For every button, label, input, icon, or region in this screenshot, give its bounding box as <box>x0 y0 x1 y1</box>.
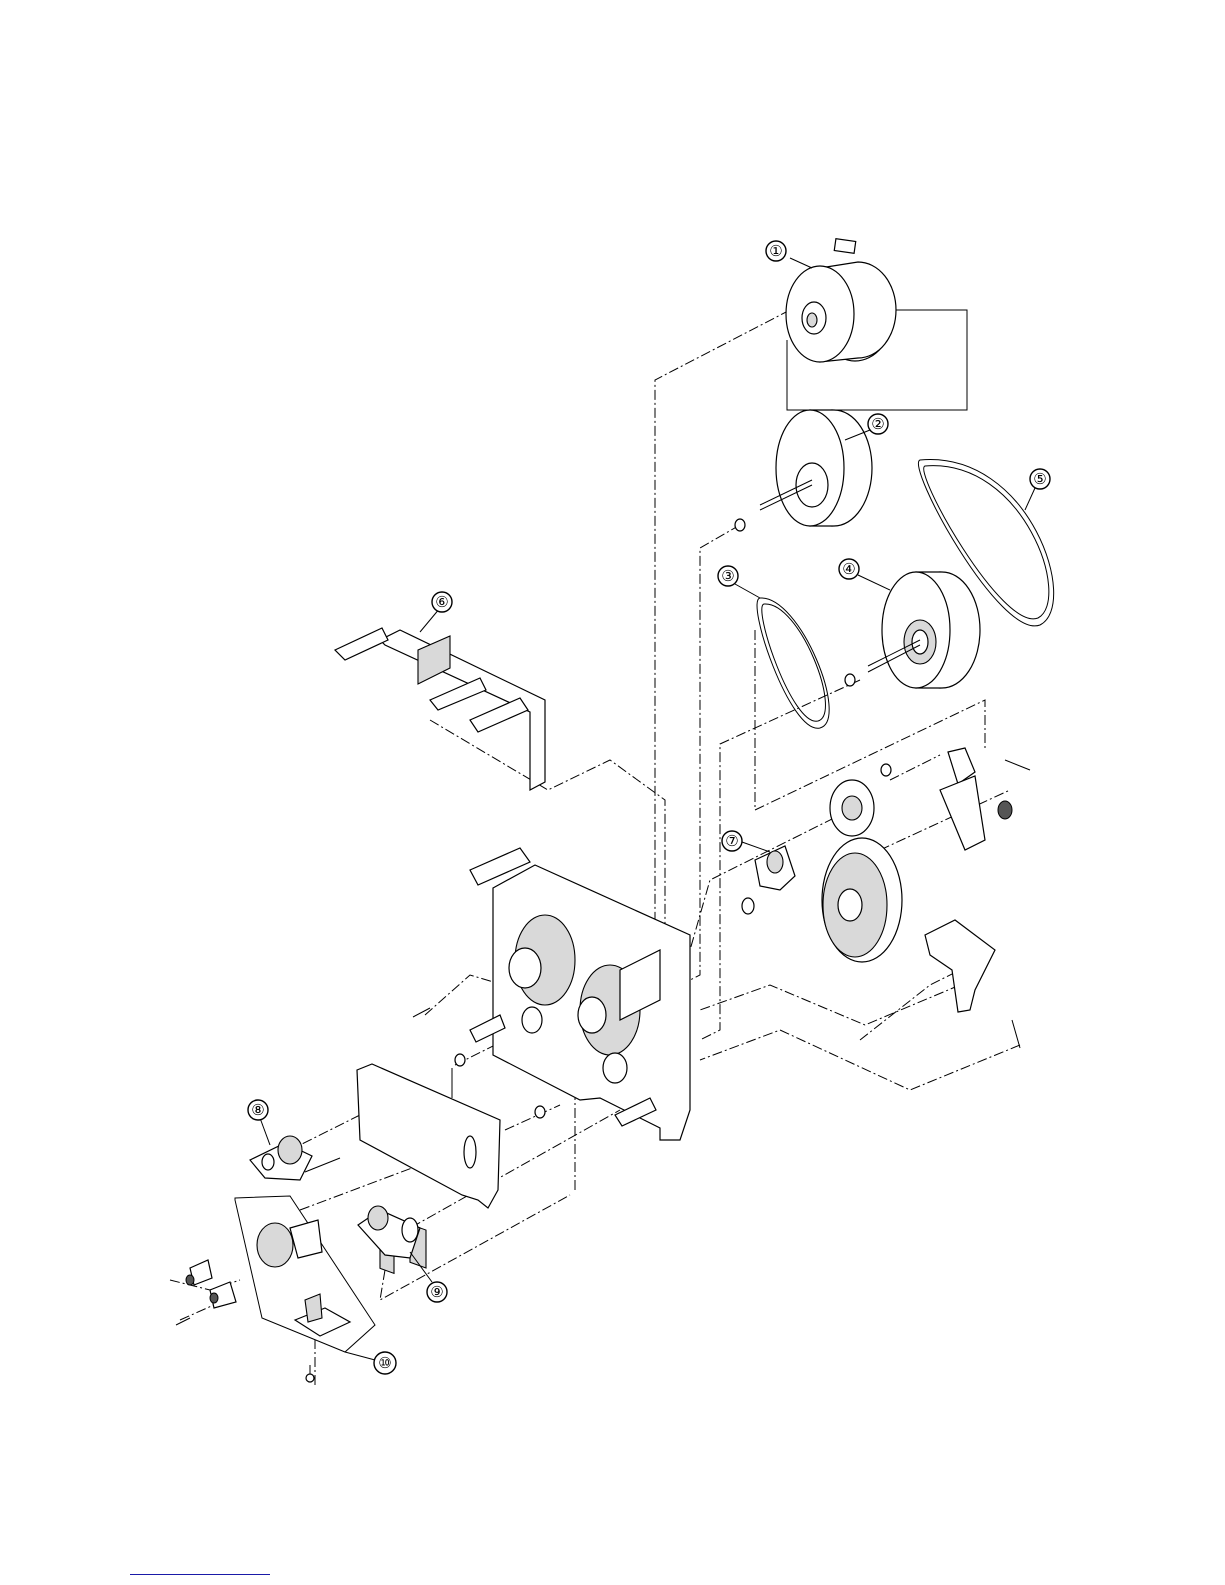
callout-7: ⑦ <box>722 831 770 852</box>
callout-1: ① <box>766 241 812 268</box>
svg-text:⑤: ⑤ <box>1033 470 1046 488</box>
callout-9: ⑨ <box>410 1252 447 1302</box>
pinch-roller-part <box>250 1136 340 1180</box>
svg-text:③: ③ <box>721 567 734 585</box>
callout-8: ⑧ <box>248 1100 270 1145</box>
flywheel-upper-part <box>735 410 872 531</box>
main-chassis-part <box>413 848 690 1140</box>
svg-text:④: ④ <box>842 560 855 578</box>
footer-rule <box>130 1574 270 1575</box>
switch-plate-part <box>335 628 545 790</box>
assembly-lines <box>170 310 1020 1385</box>
lever-part <box>925 920 1020 1048</box>
callout-10: ⑩ <box>345 1352 396 1374</box>
svg-text:②: ② <box>871 415 884 433</box>
callout-6: ⑥ <box>420 592 452 632</box>
flywheel-lower-part <box>845 572 980 688</box>
svg-text:⑦: ⑦ <box>725 832 738 850</box>
gear-group <box>822 748 1030 962</box>
svg-text:⑨: ⑨ <box>430 1283 443 1301</box>
callout-5: ⑤ <box>1025 469 1050 510</box>
svg-text:⑥: ⑥ <box>435 593 448 611</box>
svg-text:①: ① <box>769 242 782 260</box>
small-belt-part <box>757 598 829 728</box>
callout-4: ④ <box>839 559 890 590</box>
svg-text:⑩: ⑩ <box>378 1354 391 1372</box>
roller-assembly-part <box>358 1206 420 1258</box>
callout-3: ③ <box>718 566 760 598</box>
cam-lever-part <box>742 846 795 914</box>
svg-text:⑧: ⑧ <box>251 1101 264 1119</box>
motor-part <box>786 239 896 362</box>
